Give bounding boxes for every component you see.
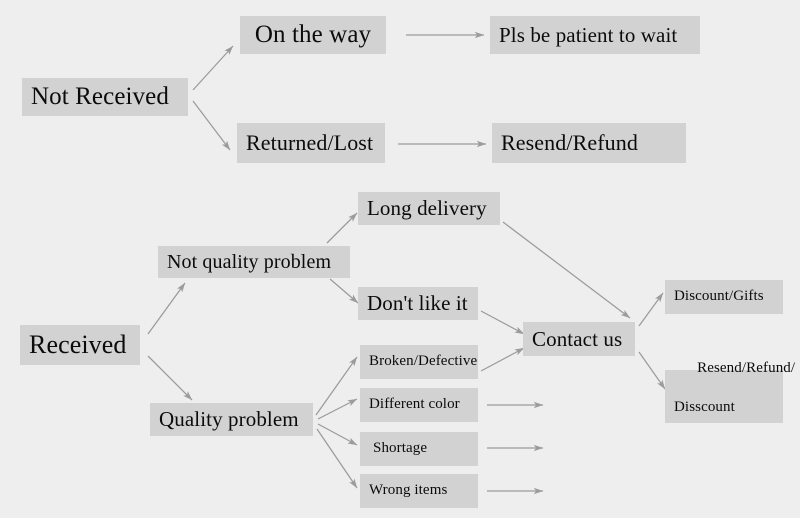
node-broken-defective-label: Broken/Defective (369, 353, 478, 370)
edge-longdelivery-contactus (502, 221, 631, 319)
edge-quality-wrongitems (316, 428, 358, 489)
node-quality-problem[interactable]: Quality problem (150, 403, 313, 436)
edge-broken-contactus (480, 347, 525, 372)
node-wrong-items-label: Wrong items (369, 482, 448, 499)
node-broken-defective[interactable]: Broken/Defective (360, 345, 478, 379)
edge-notreceived-ontheway (192, 45, 234, 91)
edge-notquality-longdelivery (326, 212, 358, 244)
edge-notquality-dontlike (329, 278, 359, 304)
node-discount-gifts[interactable]: Discount/Gifts (665, 280, 783, 314)
edge-contactus-resendrefund (638, 351, 666, 390)
node-on-the-way-label: On the way (254, 20, 372, 48)
node-dont-like-it-label: Don't like it (367, 291, 468, 316)
node-shortage-label: Shortage (373, 440, 428, 457)
node-not-quality-problem[interactable]: Not quality problem (158, 246, 350, 278)
node-not-quality-problem-label: Not quality problem (167, 250, 332, 273)
node-resend-refund-top[interactable]: Resend/Refund (492, 123, 686, 163)
node-pls-be-patient-to-wait-label: Pls be patient to wait (499, 22, 678, 47)
node-returned-lost[interactable]: Returned/Lost (237, 123, 385, 163)
node-contact-us[interactable]: Contact us (523, 322, 635, 356)
node-discount-gifts-label: Discount/Gifts (674, 288, 764, 305)
node-dont-like-it[interactable]: Don't like it (358, 287, 478, 320)
node-pls-be-patient-to-wait[interactable]: Pls be patient to wait (490, 16, 700, 54)
node-not-received[interactable]: Not Received (22, 78, 188, 116)
edge-dontlike-contactus (480, 310, 525, 335)
edge-quality-differentcolor (317, 398, 358, 420)
node-resend-refund-top-label: Resend/Refund (501, 130, 638, 156)
edge-quality-shortage (317, 423, 358, 446)
node-on-the-way[interactable]: On the way (240, 16, 386, 54)
node-resend-refund-disscount-line1: Resend/Refund/ (697, 360, 796, 376)
node-different-color[interactable]: Different color (360, 388, 478, 422)
node-resend-refund-disscount-text: Resend/Refund/ Disscount (665, 343, 795, 451)
node-different-color-label: Different color (369, 396, 460, 413)
node-returned-lost-label: Returned/Lost (246, 130, 374, 156)
node-not-received-label: Not Received (31, 82, 169, 110)
node-long-delivery[interactable]: Long delivery (358, 192, 500, 225)
edge-received-quality (147, 355, 193, 401)
edge-contactus-discountgifts (638, 292, 664, 327)
node-resend-refund-disscount[interactable]: Resend/Refund/ Disscount (665, 360, 795, 423)
node-long-delivery-label: Long delivery (367, 196, 487, 221)
node-contact-us-label: Contact us (532, 326, 623, 351)
node-wrong-items[interactable]: Wrong items (360, 474, 478, 508)
edge-quality-broken (315, 356, 358, 416)
node-shortage[interactable]: Shortage (360, 432, 478, 466)
node-resend-refund-disscount-line2: Disscount (674, 398, 735, 415)
node-received[interactable]: Received (20, 325, 140, 365)
edge-notreceived-returnedlost (192, 100, 231, 151)
node-received-label: Received (29, 330, 127, 360)
edge-received-notquality (147, 282, 186, 335)
node-quality-problem-label: Quality problem (159, 407, 299, 432)
